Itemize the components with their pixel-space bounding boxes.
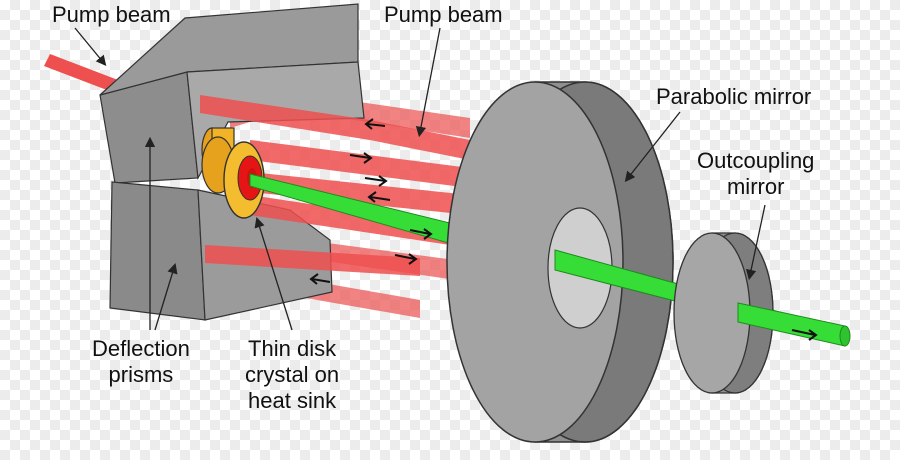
label-parabolic-mirror: Parabolic mirror bbox=[656, 84, 812, 109]
label-thin-disk-crystal: Thin disk crystal on heat sink bbox=[245, 336, 340, 413]
heat-sink bbox=[201, 127, 265, 219]
label-pump-beam-right: Pump beam bbox=[384, 2, 503, 27]
prism-upper-top bbox=[99, 3, 359, 96]
label-deflection-prisms: Deflection prisms bbox=[92, 336, 190, 387]
incoming-pump-beam bbox=[44, 54, 118, 92]
prism-lower-left bbox=[109, 181, 206, 321]
leader-lines bbox=[74, 27, 766, 331]
label-outcoupling-mirror: Outcoupling mirror bbox=[697, 148, 815, 199]
label-pump-beam-left: Pump beam bbox=[52, 2, 171, 27]
pump-beam-passes-front bbox=[200, 95, 470, 276]
arrow-icon bbox=[309, 118, 818, 341]
